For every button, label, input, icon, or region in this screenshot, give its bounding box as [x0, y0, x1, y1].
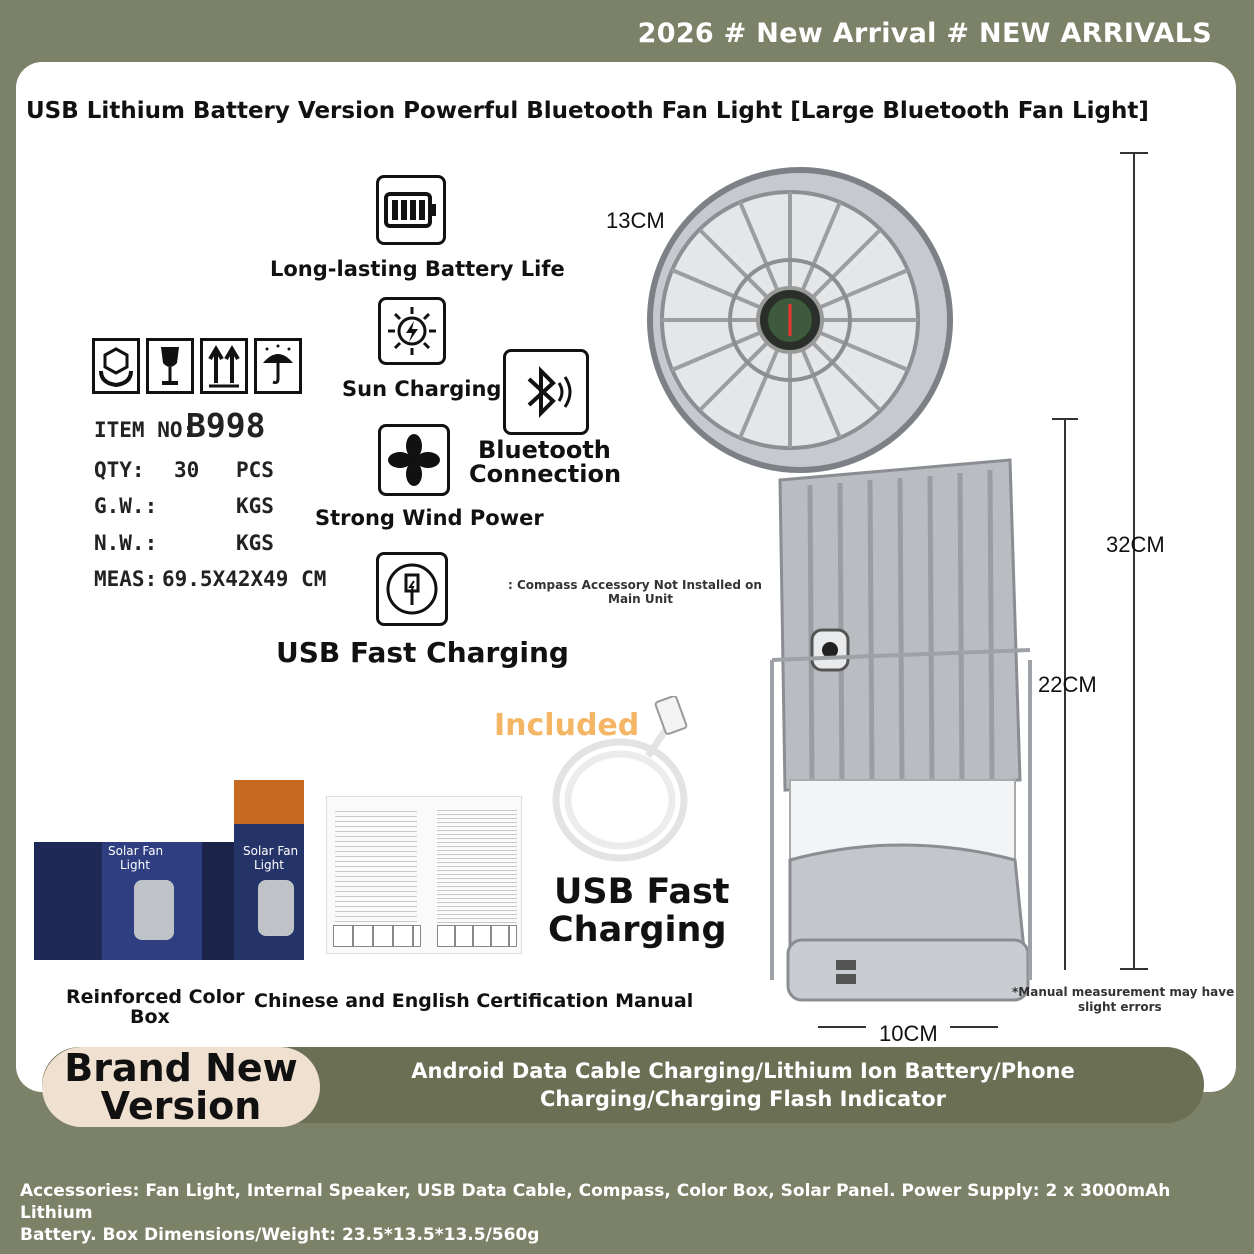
lantern-handle — [770, 648, 1032, 980]
feature-sun-label: Sun Charging — [342, 377, 502, 401]
box-art-title-3: Solar Fan — [243, 844, 299, 858]
item-no-label: ITEM NO: — [94, 418, 196, 442]
color-box-caption-2: Box — [130, 1006, 170, 1028]
item-no-value: B998 — [186, 406, 266, 445]
fan-icon — [378, 424, 450, 496]
compass-note-1: : Compass Accessory Not Installed on — [508, 578, 762, 592]
feature-bluetooth-label-1: Bluetooth — [478, 436, 611, 464]
feature-bluetooth-label-2: Connection — [469, 460, 622, 488]
nw-unit: KGS — [236, 531, 274, 555]
manual-image — [326, 796, 522, 954]
dim-line-total — [1133, 152, 1135, 970]
measurement-note-1: *Manual measurement may have — [1012, 985, 1235, 999]
glass-icon — [146, 338, 194, 394]
gw-label: G.W.: — [94, 494, 158, 518]
usb-cable-image — [552, 696, 688, 862]
feature-bar-line-2: Charging/Charging Flash Indicator — [539, 1087, 947, 1111]
cable-caption-2: Charging — [548, 910, 727, 950]
included-label: Included — [494, 708, 640, 743]
manual-caption: Chinese and English Certification Manual — [254, 990, 694, 1012]
color-box-caption-1: Reinforced Color — [66, 986, 245, 1008]
color-box-image: Solar Fan Light Solar Fan Light — [34, 780, 304, 960]
dim-body-cap — [1052, 418, 1078, 420]
qty-label: QTY: — [94, 458, 145, 482]
feature-bar-text: Android Data Cable Charging/Lithium Ion … — [330, 1057, 1156, 1113]
feature-bar-line-1: Android Data Cable Charging/Lithium Ion … — [411, 1059, 1075, 1083]
compass-note-2: Main Unit — [608, 592, 674, 606]
battery-icon — [376, 175, 446, 245]
cable-caption-1: USB Fast — [554, 872, 730, 912]
dim-fan-label: 13CM — [606, 208, 665, 233]
lantern-body — [778, 458, 1030, 1002]
box-art-title-2: Light — [120, 858, 150, 872]
fan-head — [647, 167, 953, 473]
feature-battery-label: Long-lasting Battery Life — [270, 257, 565, 281]
box-art-title-1: Solar Fan — [108, 844, 164, 858]
fan-light-product-image — [647, 167, 1032, 1002]
badge-line-1: Brand New — [64, 1046, 298, 1090]
nw-label: N.W.: — [94, 531, 158, 555]
dim-body-label: 22CM — [1038, 672, 1097, 697]
qty-value: 30 — [174, 458, 200, 482]
dim-line-base-left — [818, 1026, 866, 1028]
gw-unit: KGS — [236, 494, 274, 518]
this-way-up-icon — [200, 338, 248, 394]
page-title: USB Lithium Battery Version Powerful Blu… — [26, 98, 1149, 124]
footer-line-2: Battery. Box Dimensions/Weight: 23.5*13.… — [20, 1225, 540, 1245]
dim-line-base-right — [950, 1026, 998, 1028]
accessories-footer: Accessories: Fan Light, Internal Speaker… — [20, 1180, 1240, 1246]
box-art-title-4: Light — [254, 858, 284, 872]
sun-charging-icon — [378, 297, 446, 365]
meas-label: MEAS: — [94, 567, 158, 591]
banner-text: 2026 # New Arrival # NEW ARRIVALS — [637, 18, 1212, 49]
bluetooth-icon — [503, 349, 589, 435]
dim-cap-top — [1120, 152, 1148, 154]
fragile-hands-icon — [92, 338, 140, 394]
usb-charging-icon — [376, 552, 448, 626]
meas-value: 69.5X42X49 CM — [162, 567, 327, 591]
brand-new-badge: Brand New Version — [42, 1047, 320, 1127]
footer-line-1: Accessories: Fan Light, Internal Speaker… — [20, 1181, 1171, 1223]
packaging-symbols — [92, 338, 302, 394]
dim-base-label: 10CM — [879, 1021, 938, 1046]
feature-usb-label: USB Fast Charging — [276, 636, 569, 669]
badge-line-2: Version — [100, 1084, 262, 1128]
dim-cap-bottom — [1120, 968, 1148, 970]
dim-line-body — [1064, 418, 1066, 970]
measurement-note-2: slight errors — [1078, 1000, 1162, 1014]
feature-wind-label: Strong Wind Power — [315, 506, 544, 530]
dim-total-label: 32CM — [1106, 532, 1165, 557]
qty-unit: PCS — [236, 458, 274, 482]
umbrella-icon — [254, 338, 302, 394]
